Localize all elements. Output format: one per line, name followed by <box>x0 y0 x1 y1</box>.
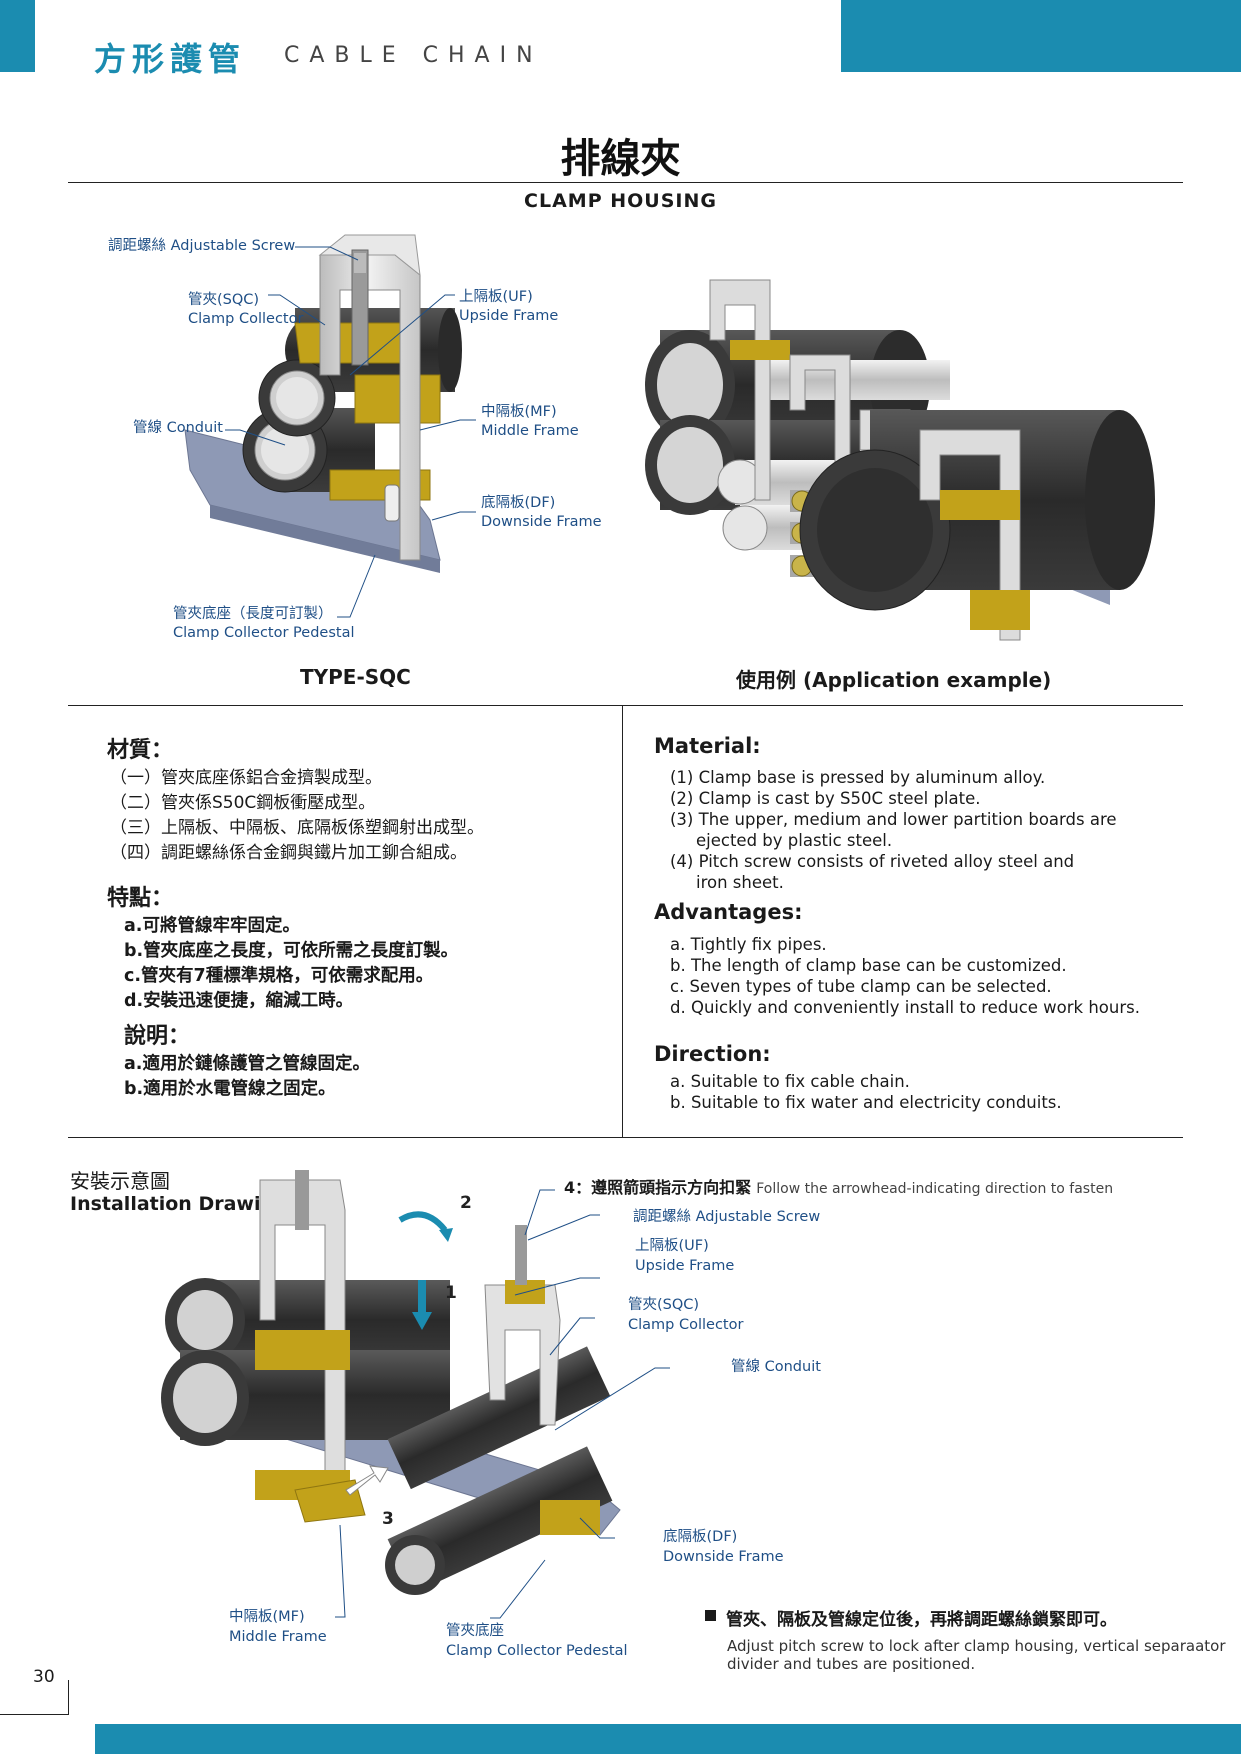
material-item-cn: （二）管夾係S50C鋼板衝壓成型。 <box>110 793 376 813</box>
advantage-item-en: a. Tightly fix pipes. <box>670 935 827 954</box>
install-label-upside-en: Upside Frame <box>635 1258 735 1274</box>
header-bar-right <box>841 0 1241 72</box>
label-adjustable-screw: 調距螺絲 Adjustable Screw <box>108 238 296 254</box>
advantage-item-en: c. Seven types of tube clamp can be sele… <box>670 977 1052 996</box>
install-label-conduit: 管線 Conduit <box>731 1359 821 1375</box>
step4-label: 4：遵照箭頭指示方向扣緊 Follow the arrowhead-indica… <box>564 1174 1113 1198</box>
label-downside-cn: 底隔板(DF) <box>481 495 556 511</box>
material-item-en: iron sheet. <box>696 873 784 892</box>
install-label-downside-cn: 底隔板(DF) <box>663 1529 738 1545</box>
step-3-label: 3 <box>382 1509 394 1529</box>
material-item-cn: （四）調距螺絲係合金鋼與鐵片加工鉚合組成。 <box>110 843 467 863</box>
material-title-en: Material: <box>654 734 761 758</box>
caption-application-cn: 使用例 <box>736 668 796 692</box>
label-downside-en: Downside Frame <box>481 514 602 530</box>
label-pedestal-cn: 管夾底座（長度可訂製） <box>173 606 333 622</box>
header-bar-left <box>0 0 35 72</box>
corner-mark-vertical <box>68 1680 69 1714</box>
install-title-en: Installation Drawing <box>70 1193 288 1215</box>
direction-item-en: a. Suitable to fix cable chain. <box>670 1072 910 1091</box>
material-item-en: (3) The upper, medium and lower partitio… <box>670 810 1117 829</box>
install-label-upside-cn: 上隔板(UF) <box>635 1238 709 1254</box>
material-item-en: (1) Clamp base is pressed by aluminum al… <box>670 768 1046 787</box>
note-bullet-icon <box>705 1610 716 1621</box>
type-sqc-illustration <box>184 234 476 618</box>
install-note-en-2: divider and tubes are positioned. <box>727 1655 976 1673</box>
install-label-middle-en: Middle Frame <box>229 1629 327 1645</box>
page-title-cn: 排線夾 <box>560 136 681 182</box>
install-label-clamp-cn: 管夾(SQC) <box>628 1297 700 1313</box>
note-item-cn: a.適用於鏈條護管之管線固定。 <box>124 1054 370 1074</box>
install-label-adjustable-screw: 調距螺絲 Adjustable Screw <box>633 1209 821 1225</box>
feature-item-cn: b.管夾底座之長度，可依所需之長度訂製。 <box>124 941 459 961</box>
advantage-item-en: d. Quickly and conveniently install to r… <box>670 998 1140 1017</box>
application-example-illustration <box>645 279 1155 641</box>
column-divider <box>622 705 623 1137</box>
header-title-en: CABLE CHAIN <box>284 43 543 68</box>
feature-item-cn: d.安裝迅速便捷，縮減工時。 <box>124 991 354 1011</box>
advantages-title-en: Advantages: <box>654 900 803 924</box>
install-label-middle-cn: 中隔板(MF) <box>229 1609 305 1625</box>
material-title-cn: 材質： <box>107 738 174 763</box>
install-label-clamp-en: Clamp Collector <box>628 1317 744 1333</box>
material-item-cn: （三）上隔板、中隔板、底隔板係塑鋼射出成型。 <box>110 818 484 838</box>
install-label-downside-en: Downside Frame <box>663 1549 784 1565</box>
step-1-label: 1 <box>445 1283 457 1303</box>
step4-en: Follow the arrowhead-indicating directio… <box>756 1181 1114 1197</box>
install-note-en-1: Adjust pitch screw to lock after clamp h… <box>727 1637 1226 1655</box>
page-number: 30 <box>33 1667 55 1687</box>
direction-title-en: Direction: <box>654 1042 771 1066</box>
footer-bar <box>95 1724 1241 1754</box>
caption-application: 使用例 (Application example) <box>736 664 1051 693</box>
material-item-en: ejected by plastic steel. <box>696 831 893 850</box>
features-title-cn: 特點： <box>107 886 174 911</box>
install-note-cn: 管夾、隔板及管線定位後，再將調距螺絲鎖緊即可。 <box>726 1610 1117 1630</box>
advantage-item-en: b. The length of clamp base can be custo… <box>670 956 1067 975</box>
installation-illustration <box>161 1170 670 1619</box>
material-item-cn: （一）管夾底座係鋁合金擠製成型。 <box>110 768 382 788</box>
section-top-divider <box>68 705 1183 706</box>
label-conduit: 管線 Conduit <box>133 420 223 436</box>
label-middle-en: Middle Frame <box>481 423 579 439</box>
install-label-pedestal-cn: 管夾底座 <box>446 1623 504 1639</box>
note-title-cn: 說明： <box>124 1024 191 1049</box>
title-divider <box>68 182 1183 183</box>
label-upside-en: Upside Frame <box>459 308 559 324</box>
label-middle-cn: 中隔板(MF) <box>481 404 557 420</box>
direction-item-en: b. Suitable to fix water and electricity… <box>670 1093 1062 1112</box>
install-label-pedestal-en: Clamp Collector Pedestal <box>446 1643 628 1659</box>
page-title-en: CLAMP HOUSING <box>524 190 717 212</box>
label-upside-cn: 上隔板(UF) <box>459 289 533 305</box>
label-pedestal-en: Clamp Collector Pedestal <box>173 625 355 641</box>
caption-type-sqc: TYPE-SQC <box>300 665 411 689</box>
corner-mark-horizontal <box>0 1714 69 1715</box>
note-item-cn: b.適用於水電管線之固定。 <box>124 1079 336 1099</box>
feature-item-cn: a.可將管線牢牢固定。 <box>124 916 300 936</box>
label-clamp-cn: 管夾(SQC) <box>188 292 260 308</box>
step-2-label: 2 <box>460 1193 472 1213</box>
install-title-cn: 安裝示意圖 <box>70 1169 170 1193</box>
label-clamp-en: Clamp Collector <box>188 311 304 327</box>
step4-cn: 4：遵照箭頭指示方向扣緊 <box>564 1178 752 1197</box>
section-bottom-divider <box>68 1137 1183 1138</box>
material-item-en: (4) Pitch screw consists of riveted allo… <box>670 852 1075 871</box>
feature-item-cn: c.管夾有7種標準規格，可依需求配用。 <box>124 966 434 986</box>
header-title-cn: 方形護管 <box>94 40 247 78</box>
material-item-en: (2) Clamp is cast by S50C steel plate. <box>670 789 981 808</box>
caption-application-en: (Application example) <box>802 668 1052 692</box>
